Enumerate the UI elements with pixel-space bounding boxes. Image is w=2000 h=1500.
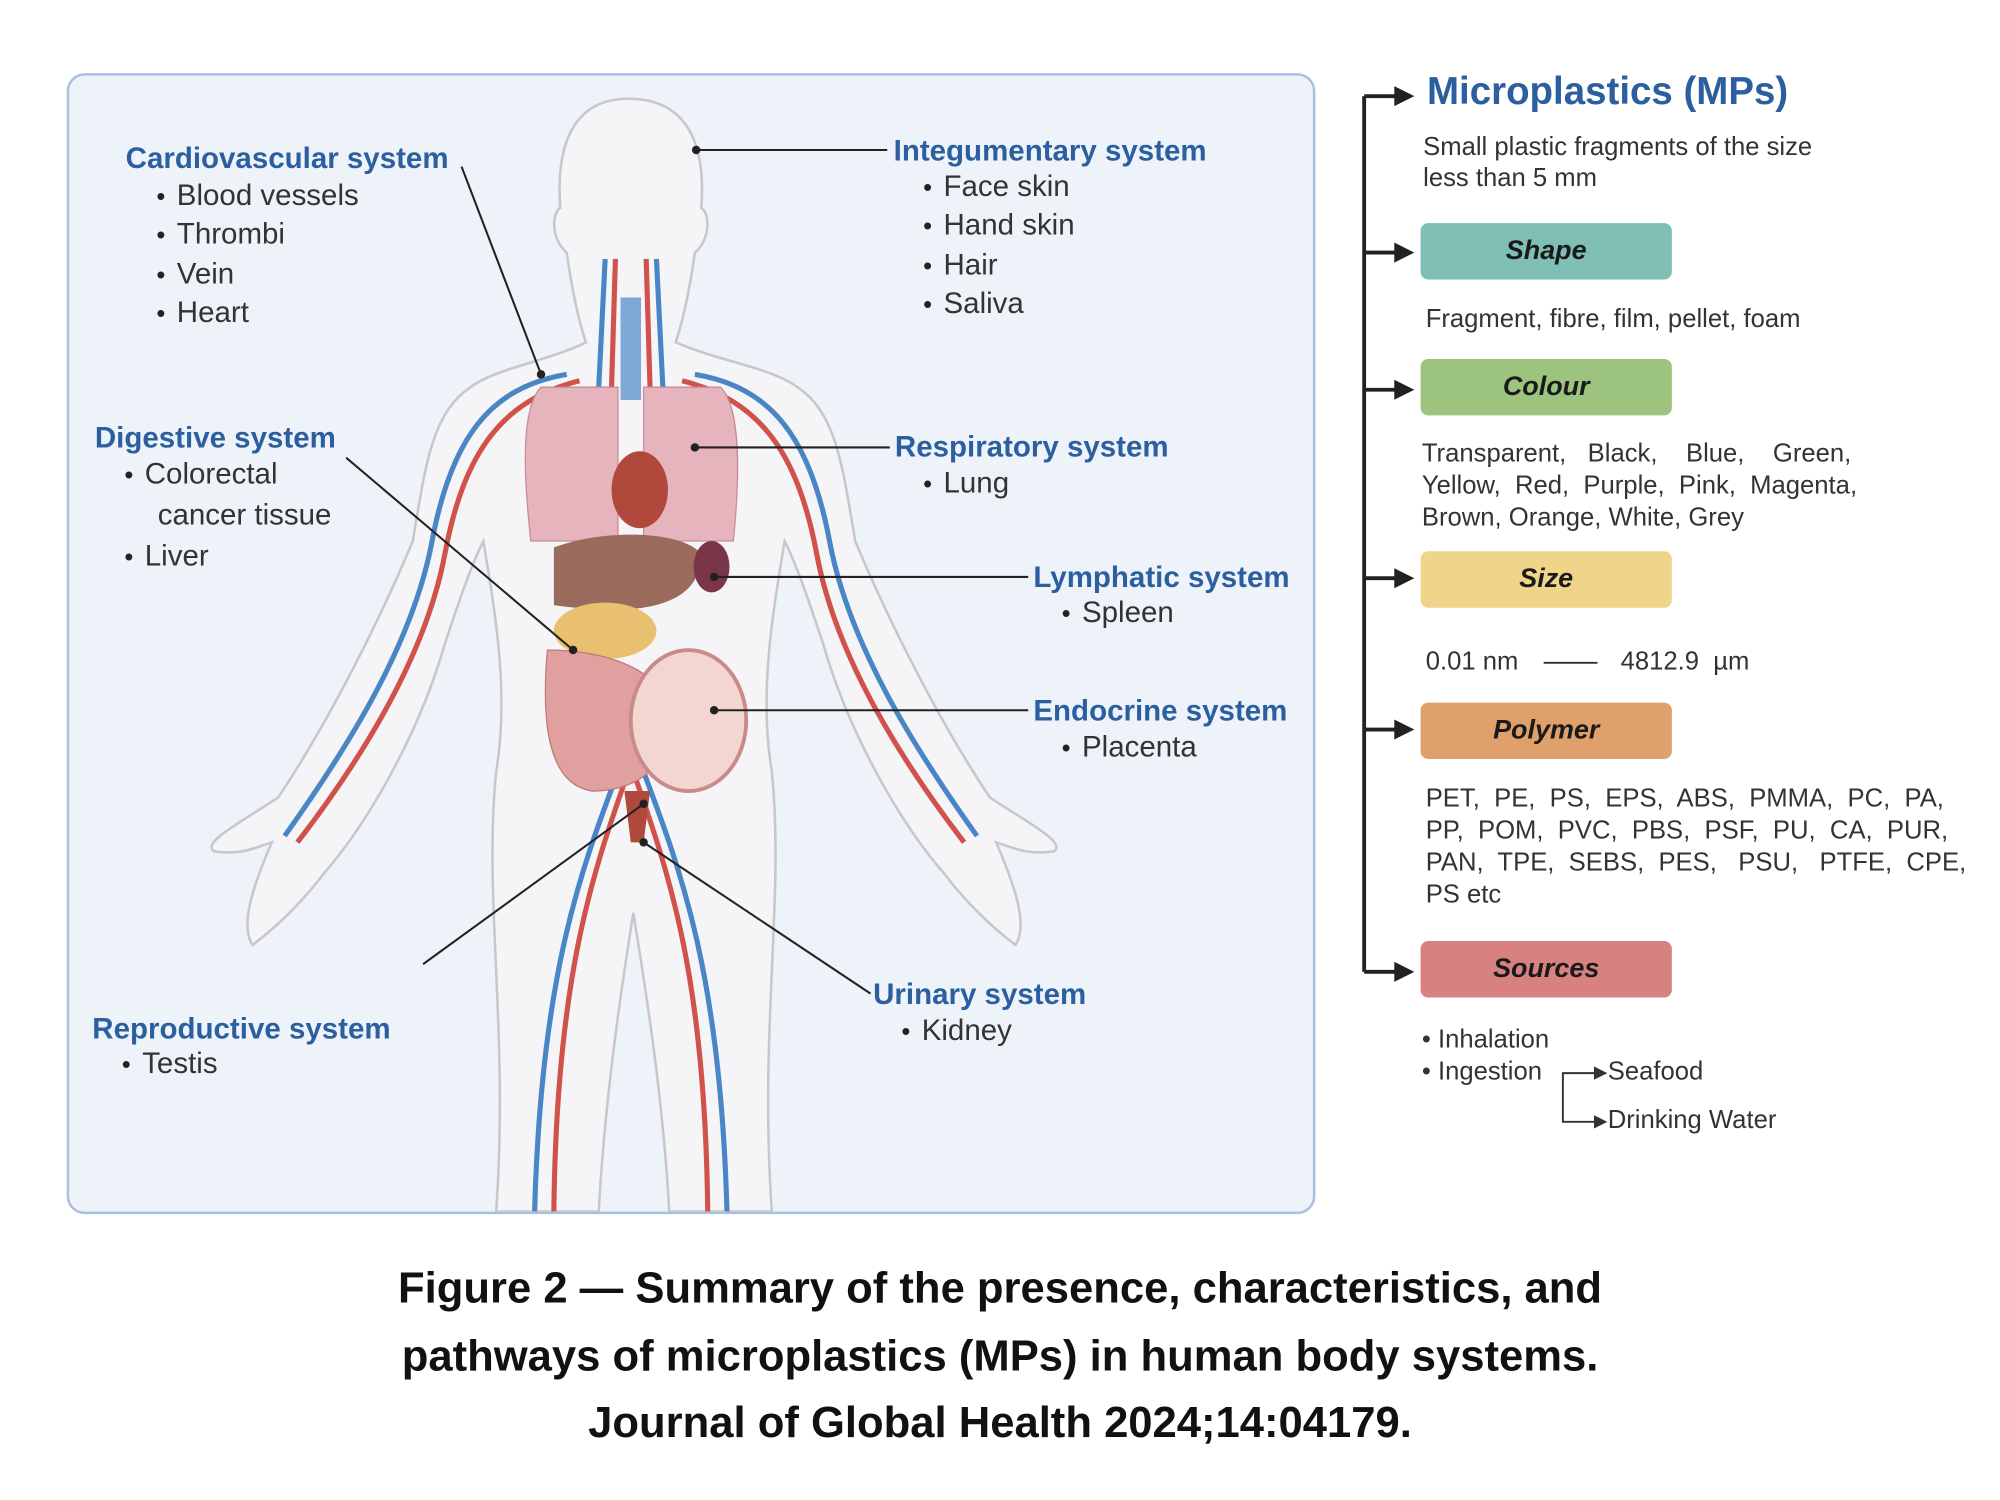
reproductive-system-title: Reproductive system — [92, 1011, 391, 1045]
respiratory-list: • Lung — [923, 465, 1009, 500]
list-item: Saliva — [943, 285, 1024, 320]
size-box: Size — [1420, 551, 1672, 608]
source-ingestion: • Ingestion — [1421, 1057, 1543, 1086]
bullet: • — [1061, 600, 1071, 629]
body-panel — [66, 73, 1316, 1215]
mps-description: Small plastic fragments of the size less… — [1423, 132, 1812, 194]
ingestion-drinking-water: Drinking Water — [1607, 1106, 1777, 1135]
bullet: • — [156, 222, 166, 251]
list-item: Liver — [144, 538, 209, 572]
stomach — [553, 602, 657, 659]
integumentary-system-title: Integumentary system — [893, 133, 1207, 167]
bullet: • — [923, 213, 933, 242]
source-inhalation: • Inhalation — [1421, 1025, 1550, 1054]
list-item: Vein — [176, 255, 235, 290]
colour-line: Yellow, Red, Purple, Pink, Magenta, — [1421, 471, 1858, 501]
placenta-uterus — [628, 648, 749, 793]
urinary-system-title: Urinary system — [873, 976, 1087, 1011]
colour-box: Colour — [1420, 358, 1672, 416]
description-line: Small plastic fragments of the size — [1423, 133, 1813, 162]
size-max: 4812.9 µm — [1620, 647, 1750, 676]
mps-title: Microplastics (MPs) — [1426, 70, 1789, 113]
liver — [553, 534, 702, 610]
polymer-text: PET, PE, PS, EPS, ABS, PMMA, PC, PA, PP,… — [1426, 783, 1967, 911]
colour-line: Brown, Orange, White, Grey — [1421, 503, 1744, 533]
description-line: less than 5 mm — [1423, 164, 1597, 193]
endocrine-list: • Placenta — [1062, 730, 1197, 765]
size-min: 0.01 nm — [1425, 647, 1519, 676]
list-item: Kidney — [921, 1012, 1012, 1047]
bullet: • — [156, 183, 166, 212]
organs — [524, 297, 749, 843]
shape-box: Shape — [1420, 223, 1672, 280]
polymer-line: PP, POM, PVC, PBS, PSF, PU, CA, PUR, — [1425, 816, 1949, 845]
leader-lines — [345, 145, 1029, 995]
shape-text: Fragment, fibre, film, pellet, foam — [1425, 305, 1801, 334]
polymer-line: PAN, TPE, SEBS, PES, PSU, PTFE, CPE, — [1425, 848, 1967, 877]
heart — [611, 451, 668, 529]
bullet: • — [156, 299, 166, 329]
digestive-system-title: Digestive system — [94, 420, 336, 454]
list-item: Colorectal — [144, 456, 278, 490]
digestive-list: • Colorectal cancer tissue • Liver — [124, 455, 331, 578]
list-item: Lung — [943, 465, 1010, 499]
colour-text: Transparent, Black, Blue, Green, Yellow,… — [1422, 438, 1857, 534]
endocrine-system-title: Endocrine system — [1033, 693, 1288, 727]
bullet: • — [121, 1051, 131, 1080]
caption-line: Figure 2 — Summary of the presence, char… — [398, 1264, 1603, 1313]
bullet: • — [923, 174, 933, 203]
cardiovascular-list: • Blood vessels • Thrombi • Vein • Heart — [156, 178, 358, 333]
list-item: cancer tissue — [157, 497, 332, 531]
respiratory-system-title: Respiratory system — [894, 429, 1169, 463]
trachea — [620, 297, 642, 401]
polymer-line: PS etc — [1425, 880, 1502, 910]
list-item: Blood vessels — [176, 178, 359, 212]
bullet: • — [124, 461, 134, 490]
polymer-line: PET, PE, PS, EPS, ABS, PMMA, PC, PA, — [1425, 784, 1944, 813]
lymphatic-list: • Spleen — [1062, 595, 1174, 630]
bullet: • — [923, 290, 933, 320]
bullet: • — [1061, 734, 1071, 763]
lymphatic-system-title: Lymphatic system — [1033, 560, 1290, 594]
list-item: Heart — [176, 294, 249, 329]
sources-box: Sources — [1420, 941, 1672, 998]
ingestion-seafood: Seafood — [1607, 1057, 1704, 1086]
reproductive-list: • Testis — [122, 1046, 218, 1081]
list-item: Thrombi — [176, 217, 285, 251]
list-item: Hair — [943, 246, 998, 281]
cardiovascular-system-title: Cardiovascular system — [125, 141, 449, 175]
blood-vessels — [282, 258, 980, 1212]
colour-line: Transparent, Black, Blue, Green, — [1421, 439, 1852, 468]
polymer-box: Polymer — [1420, 702, 1672, 760]
list-item: Placenta — [1081, 729, 1197, 763]
spleen — [693, 541, 730, 593]
list-item: Spleen — [1081, 594, 1174, 629]
urinary-list: • Kidney — [901, 1013, 1012, 1048]
human-body-illustration — [210, 97, 1058, 1212]
bullet: • — [124, 543, 134, 572]
bullet: • — [901, 1017, 911, 1047]
bullet: • — [156, 261, 166, 290]
bullet: • — [923, 252, 933, 281]
caption-line: pathways of microplastics (MPs) in human… — [401, 1332, 1599, 1381]
list-item: Hand skin — [943, 208, 1075, 242]
list-item: Testis — [142, 1046, 218, 1080]
caption-line: Journal of Global Health 2024;14:04179. — [588, 1398, 1412, 1448]
list-item: Face skin — [943, 169, 1070, 203]
body-silhouette — [210, 97, 1058, 1212]
lungs — [524, 386, 739, 542]
bullet: • — [923, 470, 933, 499]
integumentary-list: • Face skin • Hand skin • Hair • Saliva — [923, 169, 1075, 324]
